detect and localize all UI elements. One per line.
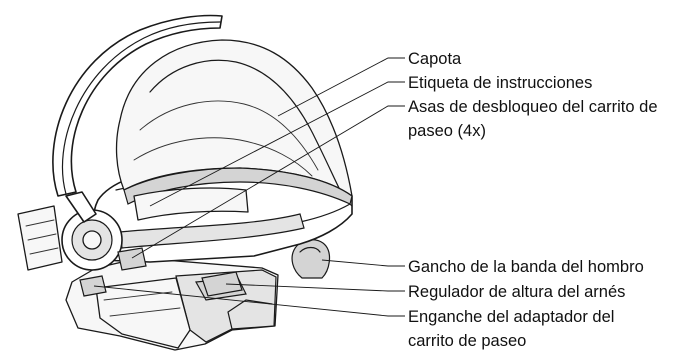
callout-stroller-adapter-latch-cont: carrito de paseo <box>408 332 526 350</box>
leader-instruction-label <box>149 81 405 207</box>
carry-handle-inner <box>61 21 221 195</box>
stroller-adapter-latch <box>79 275 107 297</box>
harness-height-adjuster <box>201 271 243 297</box>
instruction-label <box>133 187 249 221</box>
callout-stroller-adapter-latch: Enganche del adaptador del <box>408 308 614 326</box>
handle-pivot-center <box>82 230 102 250</box>
canopy-fold-2 <box>139 100 319 171</box>
callout-harness-height-adjuster: Regulador de altura del arnés <box>408 283 625 301</box>
callout-labels: Capota Etiqueta de instrucciones Asas de… <box>408 50 658 350</box>
callout-stroller-release-handles: Asas de desbloqueo del carrito de <box>408 98 658 116</box>
leader-canopy <box>277 57 405 117</box>
callout-shoulder-belt-hook: Gancho de la banda del hombro <box>408 258 644 276</box>
base-foot <box>227 299 273 330</box>
leader-stroller-release <box>131 105 405 259</box>
side-grip <box>17 205 63 271</box>
leader-adapter-latch <box>93 285 405 317</box>
car-seat-illustration <box>17 14 353 351</box>
base-crease <box>103 291 181 317</box>
base-side-panel <box>95 277 191 349</box>
callout-stroller-release-handles-cont: paseo (4x) <box>408 122 486 140</box>
leader-harness-adjuster <box>225 283 405 292</box>
carry-handle-outer <box>52 14 223 197</box>
handle-arm <box>65 191 97 223</box>
side-grip-detail <box>25 219 59 255</box>
canopy-inner-shadow <box>123 167 353 205</box>
shoulder-belt-hook-detail <box>299 246 321 253</box>
stroller-release-handle <box>117 247 147 271</box>
leader-shoulder-hook <box>321 259 405 267</box>
leader-lines <box>93 57 405 317</box>
canopy-fold-1 <box>149 59 341 191</box>
callout-canopy: Capota <box>408 50 462 68</box>
callout-instruction-label: Etiqueta de instrucciones <box>408 74 592 92</box>
